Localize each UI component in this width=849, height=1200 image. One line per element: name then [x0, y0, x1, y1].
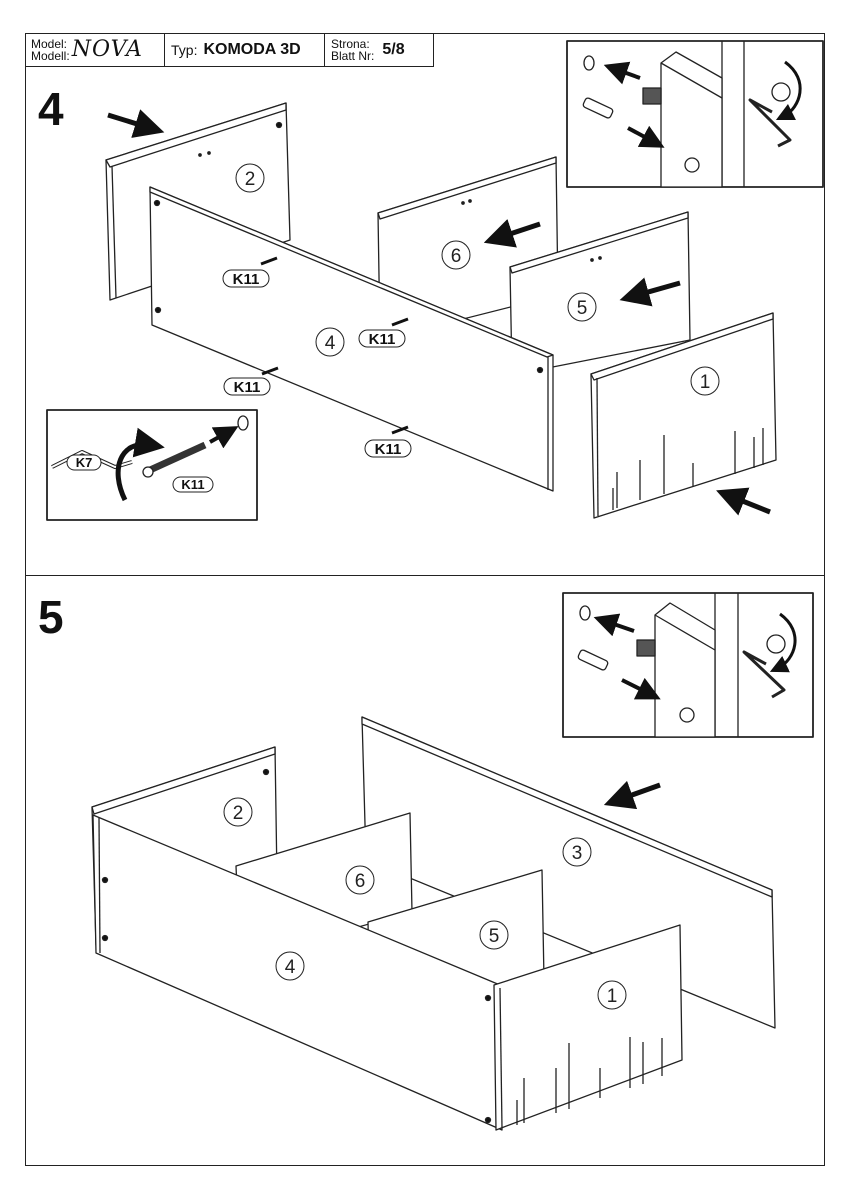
title-block: Model: Modell: NOVA Typ: KOMODA 3D Stron…	[25, 33, 434, 67]
svg-text:1: 1	[607, 986, 618, 1007]
k11-screws	[260, 256, 409, 435]
step-number-4: 4	[38, 83, 64, 135]
svg-text:2: 2	[233, 803, 244, 824]
part-label-1-step5: 1	[597, 980, 627, 1010]
part-label-2-step5: 2	[223, 797, 253, 827]
part-label-6-step5: 6	[345, 865, 375, 895]
page-number: 5/8	[382, 40, 405, 58]
model-name: NOVA	[71, 37, 143, 62]
svg-text:4: 4	[285, 957, 296, 978]
svg-text:1: 1	[700, 372, 711, 393]
svg-text:K7: K7	[76, 455, 93, 470]
svg-text:3: 3	[572, 843, 583, 864]
direction-arrow-step5	[603, 780, 661, 810]
model-label: Model:	[31, 36, 68, 51]
svg-text:5: 5	[577, 298, 588, 319]
svg-text:6: 6	[355, 871, 366, 892]
step-divider	[25, 575, 825, 576]
part-label-4-step4: 4	[315, 327, 345, 357]
blatt-label: Blatt Nr:	[331, 48, 375, 63]
page-label: Strona:	[331, 36, 370, 51]
fastener-label-k11: K11	[364, 439, 412, 458]
cam-lock-inset-step5	[562, 592, 814, 738]
svg-text:K11: K11	[233, 271, 260, 288]
cam-lock-inset-step4	[566, 40, 824, 188]
svg-text:K11: K11	[369, 331, 396, 348]
page-frame	[25, 33, 825, 1166]
fastener-label-k11: K11	[222, 269, 270, 288]
svg-text:2: 2	[245, 169, 256, 190]
cabinet-carcass-step5	[91, 716, 776, 1131]
part-label-6-step4: 6	[441, 240, 471, 270]
type-value: KOMODA 3D	[203, 40, 301, 58]
type-label: Typ:	[171, 41, 198, 58]
svg-text:5: 5	[489, 926, 500, 947]
part-label-5-step4: 5	[567, 292, 597, 322]
type-cell: Typ: KOMODA 3D	[165, 33, 325, 66]
direction-arrows-step4	[107, 109, 771, 516]
panel-4-step4	[149, 186, 554, 492]
fastener-label-k11: K11	[223, 377, 271, 396]
panel-1-step4	[590, 312, 777, 519]
fastener-label-k11: K11	[358, 329, 406, 348]
svg-text:K11: K11	[375, 441, 402, 458]
page-cell: Strona: Blatt Nr: 5/8	[325, 33, 433, 66]
part-label-4-step5: 4	[275, 951, 305, 981]
step-number-5: 5	[38, 591, 64, 643]
part-label-5-step5: 5	[479, 920, 509, 950]
svg-text:K11: K11	[181, 477, 204, 492]
svg-text:K11: K11	[234, 379, 261, 396]
part-label-2-step4: 2	[235, 163, 265, 193]
modell-label: Modell:	[31, 48, 70, 63]
part-label-3-step5: 3	[562, 837, 592, 867]
part-label-1-step4: 1	[690, 366, 720, 396]
svg-text:4: 4	[325, 333, 336, 354]
model-cell: Model: Modell: NOVA	[25, 33, 165, 66]
inset-fastener-label-k11: K11	[172, 476, 214, 493]
tool-label-k7: K7	[66, 454, 102, 471]
svg-text:6: 6	[451, 246, 462, 267]
